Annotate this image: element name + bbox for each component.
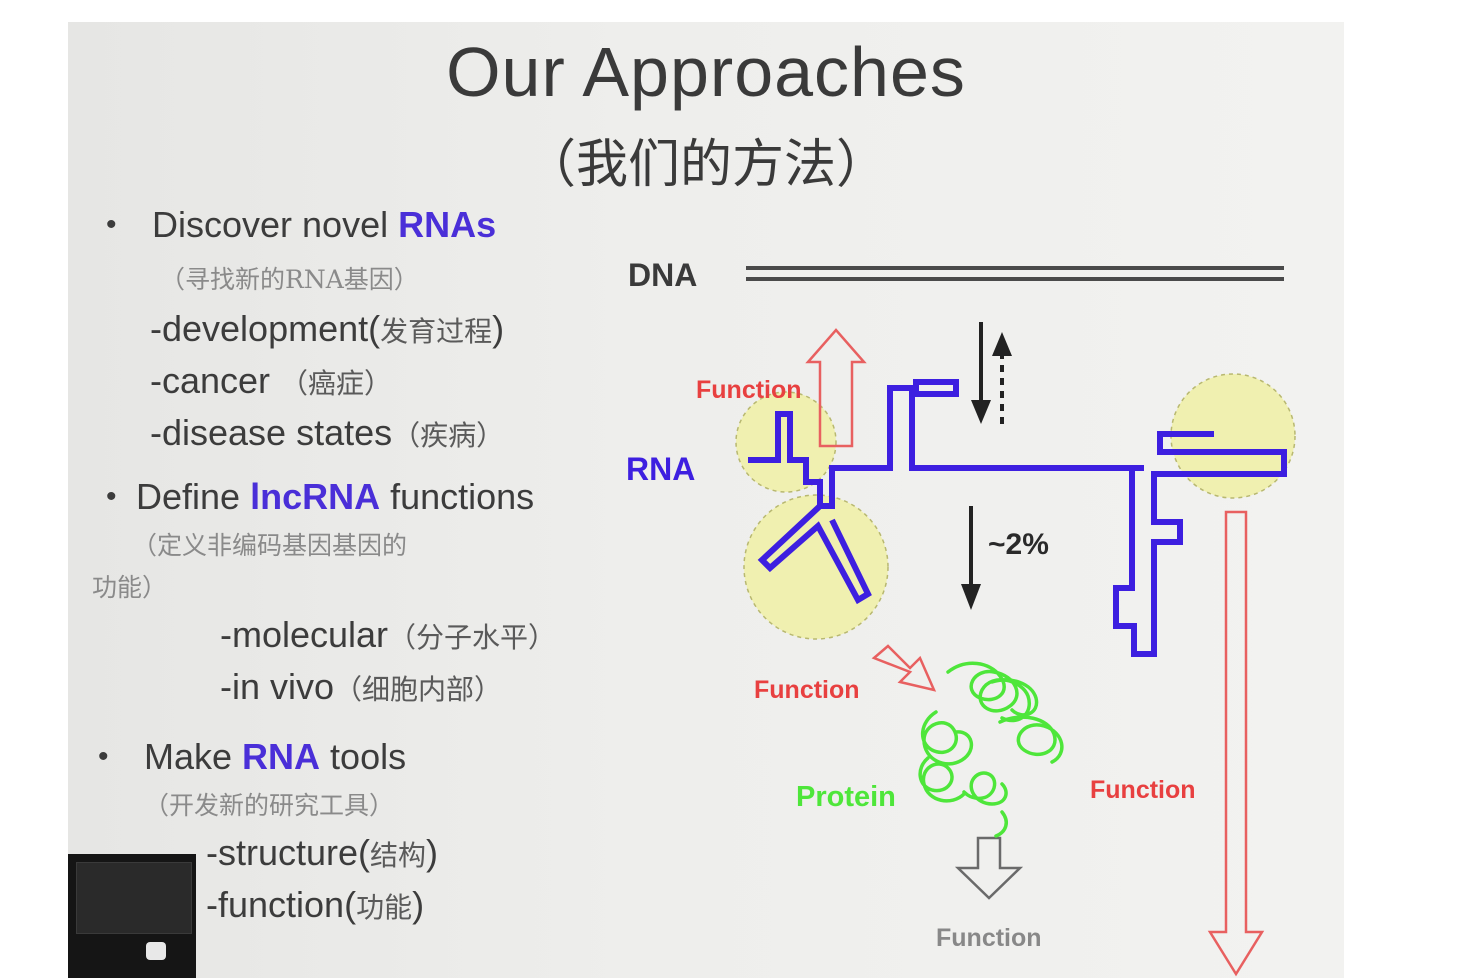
sub-item-cancer: -cancer （癌症） xyxy=(150,360,393,401)
sub-item-disease-states: -disease states（疾病） xyxy=(150,412,505,453)
function-label-2: Function xyxy=(754,676,860,704)
dna-label: DNA xyxy=(628,257,697,293)
rna-structure xyxy=(748,379,1287,657)
protein-label: Protein xyxy=(796,781,896,813)
bullet-define: Define lncRNA functions xyxy=(136,476,535,517)
bullet-dot: • xyxy=(106,208,117,241)
sub-item-molecular: -molecular（分子水平） xyxy=(220,614,557,655)
bullet-define-note-line2: 功能） xyxy=(92,573,168,602)
transcription-arrows xyxy=(971,322,1012,424)
bullet-discover: Discover novel RNAs xyxy=(152,204,496,246)
bullet-dot: • xyxy=(98,740,109,773)
functional-domain-highlights xyxy=(735,373,1296,640)
slide: Our Approaches （我们的方法） • Discover novel … xyxy=(68,22,1344,978)
rna-diagram: DNA RNA ~2% xyxy=(626,257,1296,977)
percent-label: ~2% xyxy=(988,528,1049,561)
laptop-knob xyxy=(146,942,166,960)
laptop-screen xyxy=(76,862,192,934)
bullet-define-note-line1: （定义非编码基因基因的 xyxy=(132,531,408,560)
function-arrow-down-right xyxy=(871,644,937,692)
protein-coil-icon xyxy=(918,661,1064,838)
bullet-tools: Make RNA tools xyxy=(144,736,407,777)
sub-item-structure: -structure(结构) xyxy=(206,832,439,873)
bullet-discover-note: （寻找新的RNA基因） xyxy=(160,265,419,294)
slide-subtitle-zh: （我们的方法） xyxy=(523,135,888,195)
keyword-rna: RNA xyxy=(242,736,321,777)
sub-item-function: -function(功能) xyxy=(206,884,425,925)
function-arrow-down-long xyxy=(1207,510,1265,977)
rna-label: RNA xyxy=(626,451,695,487)
bullet-dot: • xyxy=(106,480,117,513)
function-arrow-grey xyxy=(954,836,1024,900)
sub-item-development: -development(发育过程) xyxy=(150,308,505,349)
slide-title: Our Approaches xyxy=(446,33,966,111)
bullet-discover-lead: Discover novel xyxy=(152,204,399,245)
function-label-4: Function xyxy=(936,924,1042,952)
function-label-3: Function xyxy=(1090,776,1196,804)
translation-arrow xyxy=(961,506,981,610)
sub-item-in-vivo: -in vivo（细胞内部） xyxy=(220,666,503,707)
dna-strand xyxy=(746,266,1284,281)
laptop-corner-image xyxy=(68,854,196,978)
bullet-tools-note: （开发新的研究工具） xyxy=(144,791,395,820)
keyword-rnas: RNAs xyxy=(398,204,497,245)
function-label-1: Function xyxy=(696,376,802,404)
function-arrow-up xyxy=(805,328,867,448)
keyword-lncrna: lncRNA xyxy=(250,476,381,517)
